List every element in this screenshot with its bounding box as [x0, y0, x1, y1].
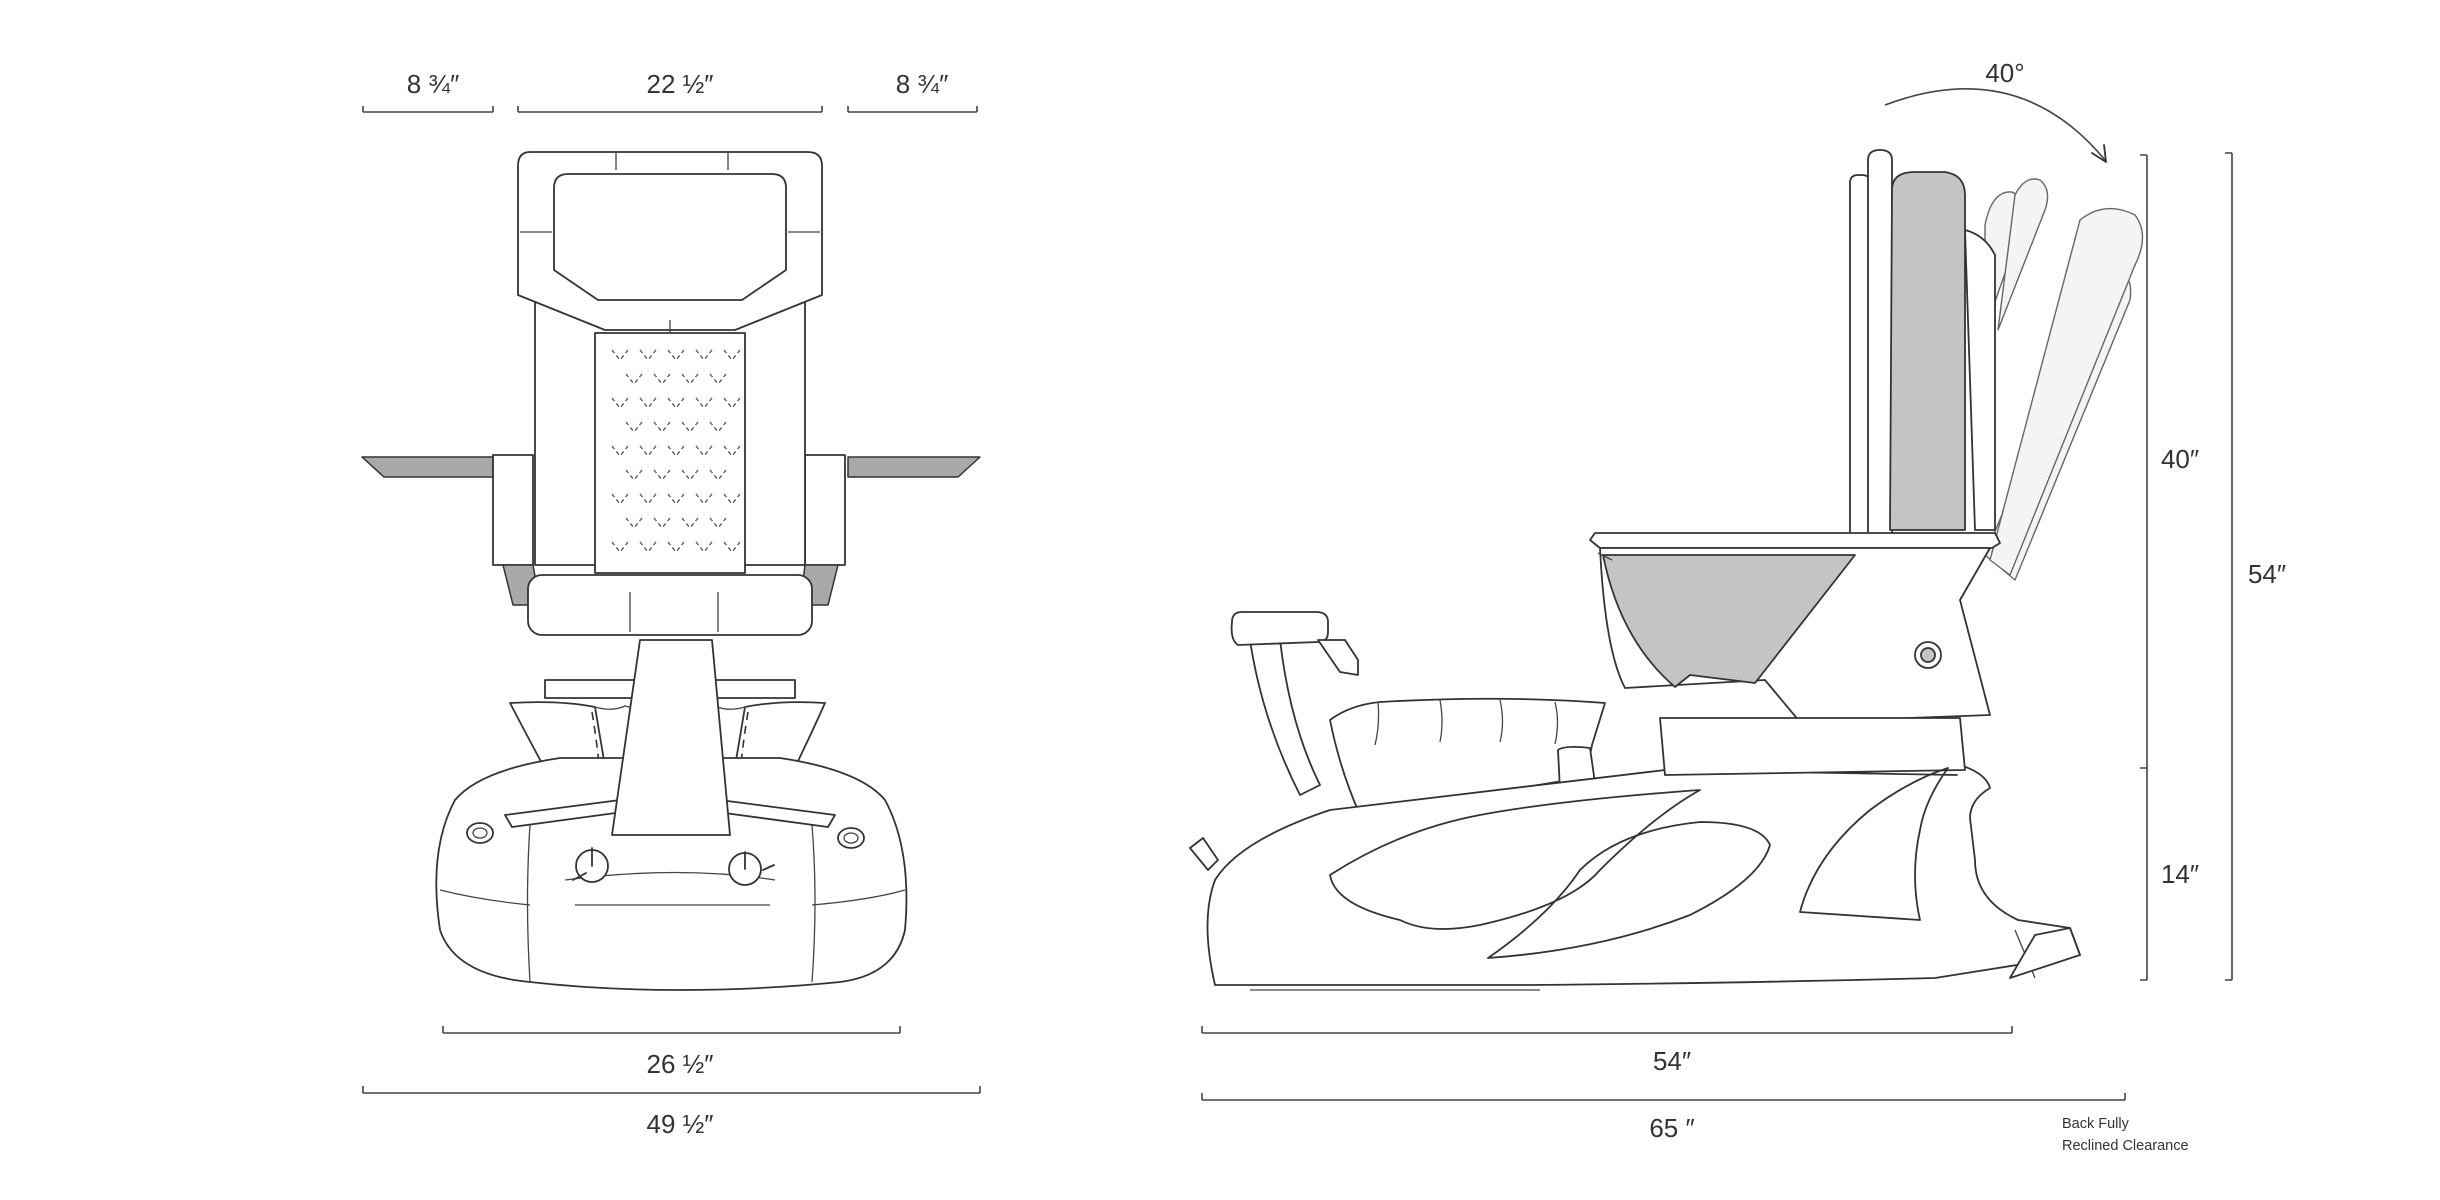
stitch-mark	[611, 349, 629, 361]
side-backrest	[1849, 149, 1996, 536]
stitch-mark	[625, 373, 643, 385]
stitch-mark	[695, 349, 713, 361]
front-top-dimension-lines	[362, 106, 978, 113]
reclined-backrest-ghosts	[1984, 178, 2144, 581]
stitch-mark	[723, 349, 741, 361]
dim-recline-angle: 40°	[1985, 58, 2024, 88]
stitch-mark	[653, 517, 671, 529]
stitch-mark	[667, 493, 685, 505]
side-length-dimension-lines	[1201, 1026, 2126, 1101]
front-view: 8 ¾″ 22 ½″ 8 ¾″	[361, 69, 981, 1139]
front-bottom-dimension-lines	[362, 1026, 981, 1094]
stitch-mark	[639, 445, 657, 457]
side-height-dimension-lines	[2140, 152, 2233, 981]
reclined-clearance-note-line1: Back Fully	[2062, 1116, 2130, 1132]
stitch-mark	[709, 421, 727, 433]
stitch-mark	[723, 493, 741, 505]
stitch-mark	[667, 349, 685, 361]
dim-overall-height: 54″	[2248, 559, 2286, 589]
dim-base-length: 54″	[1653, 1046, 1691, 1076]
recline-arc	[1884, 88, 2107, 163]
stitch-mark	[723, 445, 741, 457]
stitch-mark	[639, 493, 657, 505]
stitch-mark	[611, 445, 629, 457]
stitch-mark	[681, 373, 699, 385]
backrest-stitch-pattern	[611, 349, 741, 553]
side-seat	[1589, 532, 2001, 723]
dim-seat-height: 14″	[2161, 859, 2199, 889]
dim-top-right: 8 ¾″	[896, 69, 949, 99]
stitch-mark	[667, 541, 685, 553]
front-pedestal	[611, 639, 731, 836]
stitch-mark	[625, 517, 643, 529]
armrest-trays	[361, 454, 981, 606]
stitch-mark	[639, 397, 657, 409]
stitch-mark	[653, 373, 671, 385]
stitch-mark	[695, 397, 713, 409]
side-view: 40°	[1189, 58, 2286, 1154]
stitch-mark	[625, 469, 643, 481]
stitch-mark	[709, 517, 727, 529]
front-base	[435, 757, 908, 991]
front-backrest	[517, 151, 823, 574]
reclined-clearance-note-line2: Reclined Clearance	[2062, 1138, 2189, 1154]
stitch-mark	[681, 421, 699, 433]
stitch-mark	[625, 421, 643, 433]
dim-overall-width: 49 ½″	[646, 1109, 713, 1139]
stitch-mark	[611, 541, 629, 553]
stitch-mark	[611, 397, 629, 409]
stitch-mark	[709, 469, 727, 481]
dim-backrest-height: 40″	[2161, 444, 2199, 474]
stitch-mark	[667, 445, 685, 457]
stitch-mark	[681, 469, 699, 481]
stitch-mark	[695, 493, 713, 505]
stitch-mark	[639, 541, 657, 553]
stitch-mark	[653, 421, 671, 433]
side-basin	[1189, 611, 1606, 871]
dim-reclined-length: 65 ″	[1649, 1113, 1694, 1143]
stitch-mark	[639, 349, 657, 361]
stitch-mark	[653, 469, 671, 481]
stitch-mark	[667, 397, 685, 409]
dim-base-width: 26 ½″	[646, 1049, 713, 1079]
stitch-mark	[723, 541, 741, 553]
stitch-mark	[695, 541, 713, 553]
stitch-mark	[611, 493, 629, 505]
stitch-mark	[723, 397, 741, 409]
dim-top-left: 8 ¾″	[407, 69, 460, 99]
dim-top-center: 22 ½″	[646, 69, 713, 99]
stitch-mark	[695, 445, 713, 457]
stitch-mark	[681, 517, 699, 529]
stitch-mark	[709, 373, 727, 385]
side-base	[1206, 717, 2081, 991]
